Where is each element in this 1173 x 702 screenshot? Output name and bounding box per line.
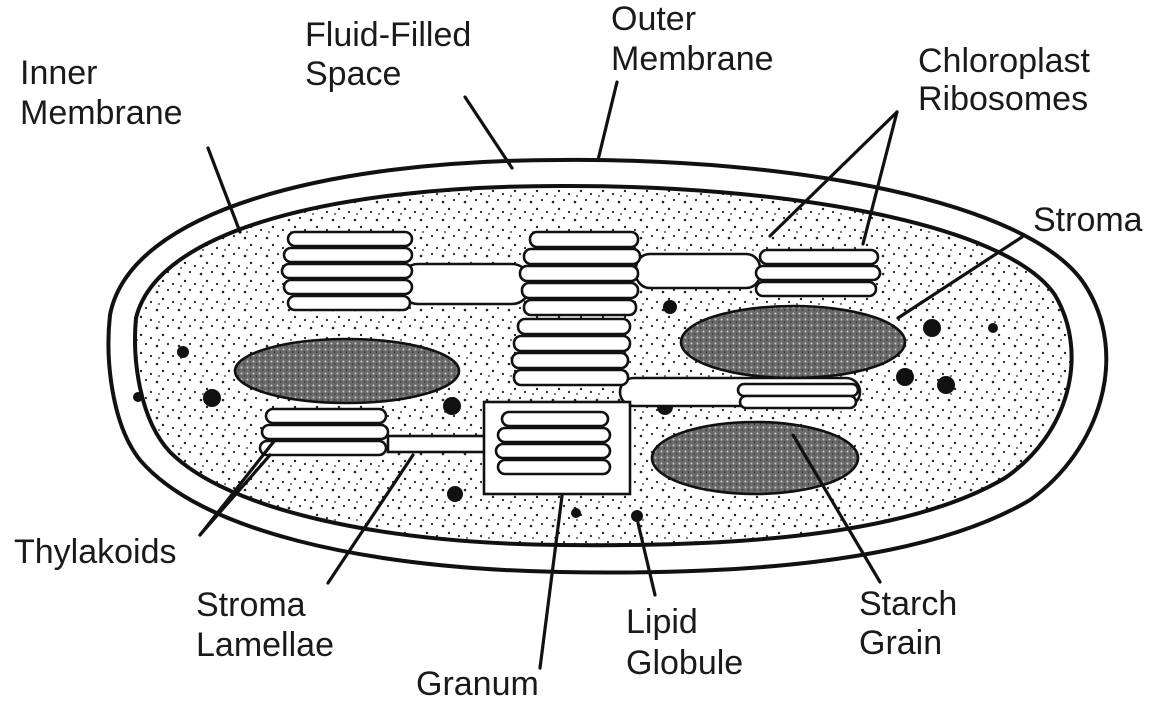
granum-stack bbox=[756, 250, 880, 296]
lipid-globule bbox=[447, 486, 463, 502]
granum-stack bbox=[282, 232, 412, 310]
starch-grain bbox=[681, 306, 905, 378]
lipid-globule bbox=[988, 323, 998, 333]
label-stroma: Stroma bbox=[1033, 201, 1143, 239]
starch-grain bbox=[652, 422, 858, 494]
granum-stack bbox=[496, 412, 610, 474]
lipid-globule bbox=[631, 510, 643, 522]
lipid-globule bbox=[571, 508, 581, 518]
label-stroma-lamellae: Stroma bbox=[196, 586, 306, 624]
lipid-globule bbox=[663, 300, 677, 314]
label-thylakoids: Thylakoids bbox=[14, 533, 177, 571]
label-lipid-globule: Lipid bbox=[626, 603, 698, 641]
label-stroma-lamellae: Lamellae bbox=[196, 626, 334, 664]
lipid-globule bbox=[133, 392, 143, 402]
granum-stack bbox=[260, 409, 388, 455]
label-inner-membrane: Inner bbox=[20, 54, 98, 92]
label-fluid-filled-space: Fluid-Filled bbox=[305, 16, 471, 54]
lipid-globule bbox=[896, 368, 914, 386]
starch-grain bbox=[235, 339, 459, 403]
label-granum: Granum bbox=[416, 665, 539, 702]
lipid-globule bbox=[923, 319, 941, 337]
label-outer-membrane: Membrane bbox=[611, 40, 774, 78]
lipid-globule bbox=[177, 346, 189, 358]
label-chloroplast-ribosomes: Chloroplast bbox=[918, 42, 1091, 80]
label-inner-membrane: Membrane bbox=[20, 94, 183, 132]
label-lipid-globule: Globule bbox=[626, 644, 743, 682]
label-fluid-filled-space: Space bbox=[305, 55, 401, 93]
granum-stack bbox=[512, 232, 640, 385]
lipid-globule bbox=[443, 397, 461, 415]
lipid-globule bbox=[203, 389, 221, 407]
label-chloroplast-ribosomes: Ribosomes bbox=[918, 80, 1088, 118]
label-starch-grain: Grain bbox=[859, 624, 942, 662]
label-starch-grain: Starch bbox=[859, 585, 957, 623]
lipid-globule bbox=[937, 376, 955, 394]
label-outer-membrane: Outer bbox=[611, 0, 696, 38]
granum-stack bbox=[738, 384, 858, 408]
